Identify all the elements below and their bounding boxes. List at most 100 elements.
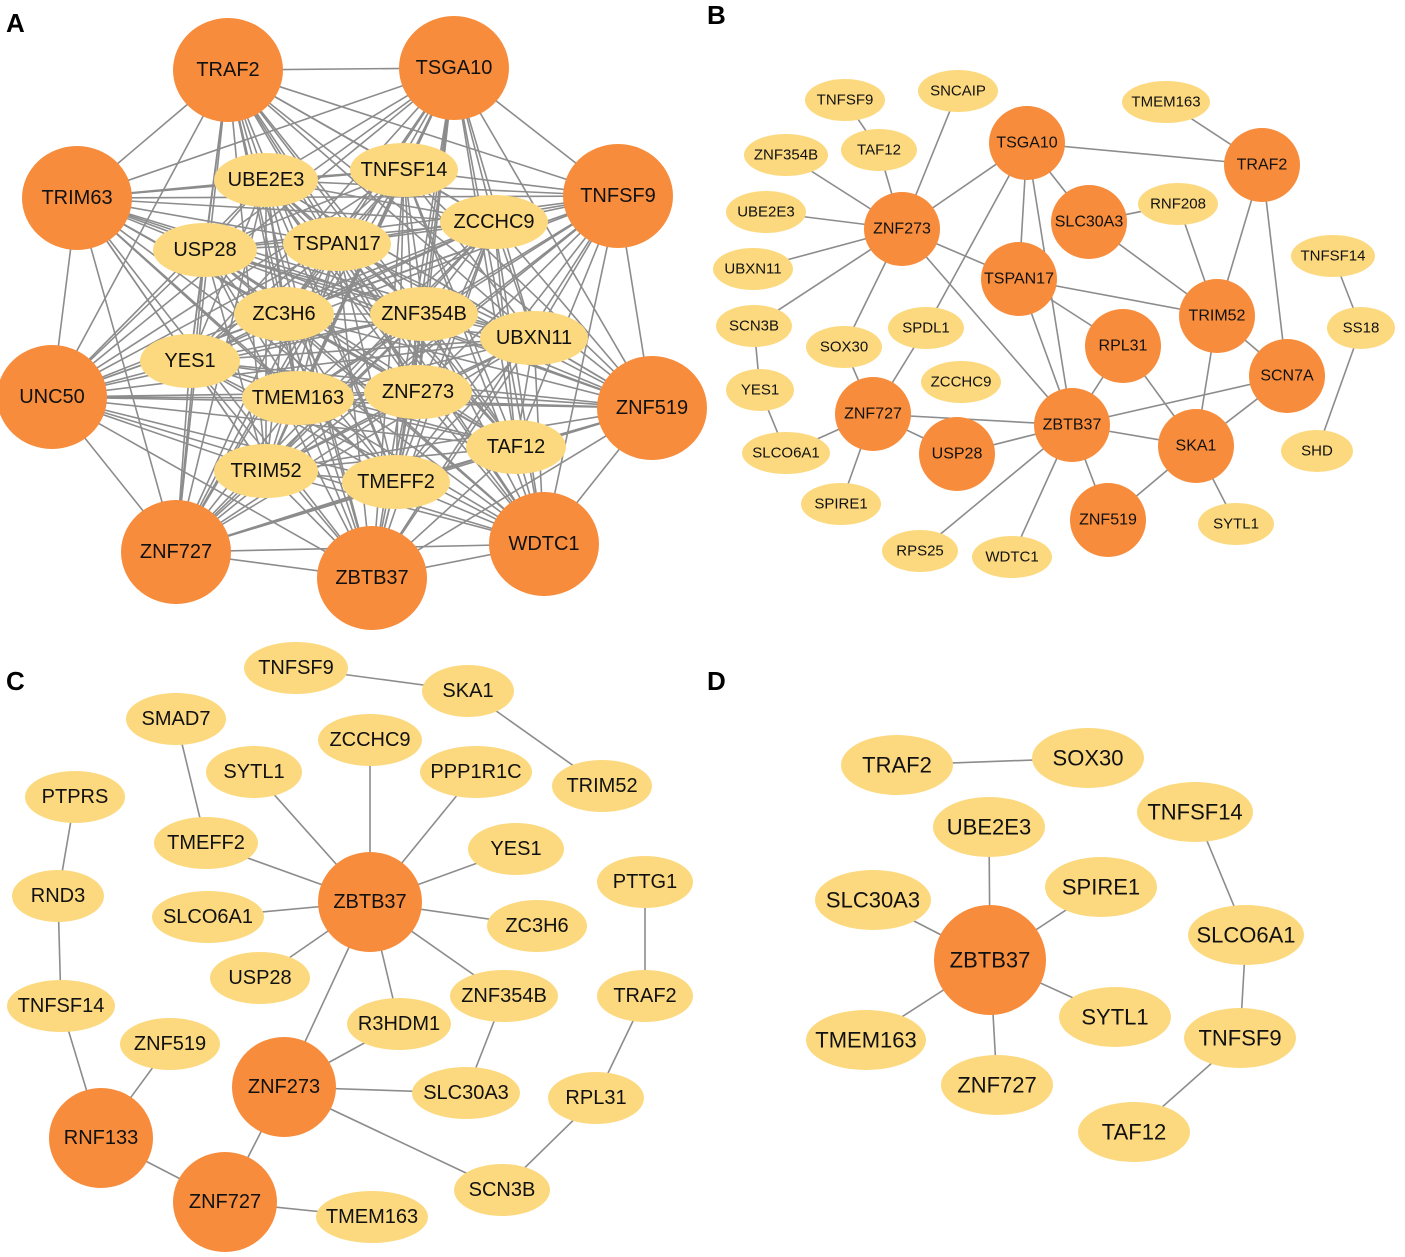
node-a-traf2: TRAF2: [173, 18, 283, 122]
node-b-rnf208: RNF208: [1138, 183, 1218, 225]
node-label-c-ptprs: PTPRS: [42, 786, 109, 808]
node-c-zcchc9: ZCCHC9: [318, 714, 422, 766]
node-b-slc30a3: SLC30A3: [1051, 185, 1127, 259]
node-b-traf2: TRAF2: [1224, 128, 1300, 202]
node-label-c-rpl31: RPL31: [565, 1087, 626, 1109]
node-shape-c-trim52: [552, 760, 652, 812]
node-shape-c-rnd3: [12, 870, 104, 922]
node-label-b-traf2: TRAF2: [1237, 157, 1288, 174]
node-c-slc30a3: SLC30A3: [412, 1067, 520, 1119]
node-shape-c-ptprs: [25, 771, 125, 823]
edge-a-trim63-zbtb37: [76, 197, 373, 579]
edge-a-tsga10-znf519: [453, 67, 653, 409]
node-shape-b-ubxn11: [713, 248, 793, 290]
node-label-b-slc30a3: SLC30A3: [1055, 214, 1124, 231]
node-d-zbtb37: ZBTB37: [934, 905, 1046, 1015]
node-shape-b-rps25: [882, 530, 958, 572]
node-shape-a-traf2: [173, 18, 283, 122]
node-shape-a-ube2e3: [214, 153, 318, 207]
node-label-a-znf727: ZNF727: [140, 541, 212, 563]
panel-c: C ZBTB37ZNF273RNF133ZNF727TNFSF9SKA1SMAD…: [6, 642, 693, 1252]
node-shape-a-tnfsf9: [563, 144, 673, 248]
node-a-tnfsf14: TNFSF14: [350, 143, 458, 197]
node-label-c-slc30a3: SLC30A3: [423, 1082, 509, 1104]
node-a-ubxn11: UBXN11: [480, 311, 588, 365]
edge-a-wdtc1-zcchc9: [493, 221, 545, 545]
node-d-traf2: TRAF2: [841, 735, 953, 795]
node-shape-c-ska1: [422, 665, 514, 717]
node-label-b-shd: SHD: [1301, 443, 1333, 460]
node-shape-c-usp28: [210, 952, 310, 1004]
node-shape-c-rnf133: [49, 1088, 153, 1188]
node-b-yes1: YES1: [726, 369, 794, 411]
node-label-d-tnfsf9: TNFSF9: [1198, 1026, 1281, 1051]
edge-a-tsga10-taf12: [453, 67, 517, 448]
edge-b-znf273-zbtb37: [901, 228, 1073, 426]
edge-a-znf519-tnfsf14: [403, 169, 653, 409]
node-label-a-trim52: TRIM52: [230, 460, 301, 482]
node-label-c-znf519: ZNF519: [134, 1033, 206, 1055]
node-label-a-tsga10: TSGA10: [416, 57, 493, 79]
edge-a-traf2-tmem163: [227, 69, 299, 399]
node-shape-b-tnfsf14: [1291, 235, 1375, 277]
node-c-ppp1r1c: PPP1R1C: [420, 746, 532, 798]
node-label-c-rnf133: RNF133: [64, 1127, 138, 1149]
edge-a-tsga10-trim63: [76, 67, 455, 199]
node-label-c-tmem163: TMEM163: [326, 1206, 418, 1228]
node-label-c-zc3h6: ZC3H6: [505, 915, 568, 937]
node-label-c-ska1: SKA1: [442, 680, 493, 702]
node-a-zcchc9: ZCCHC9: [440, 195, 548, 249]
node-label-a-zbtb37: ZBTB37: [335, 567, 408, 589]
node-shape-c-znf727: [173, 1152, 277, 1252]
node-label-c-ppp1r1c: PPP1R1C: [430, 761, 521, 783]
node-label-b-rps25: RPS25: [896, 543, 944, 560]
node-label-c-pttg1: PTTG1: [613, 871, 677, 893]
node-b-sox30: SOX30: [806, 326, 882, 368]
node-shape-b-zcchc9: [921, 361, 1001, 403]
node-a-usp28: USP28: [153, 223, 257, 277]
node-shape-b-znf519: [1070, 483, 1146, 557]
node-c-tnfsf9: TNFSF9: [244, 642, 348, 694]
node-b-tnfsf14: TNFSF14: [1291, 235, 1375, 277]
edge-a-unc50-zbtb37: [51, 396, 373, 579]
node-d-ube2e3: UBE2E3: [933, 797, 1045, 857]
node-label-a-traf2: TRAF2: [196, 59, 259, 81]
node-shape-c-zbtb37: [318, 852, 422, 952]
node-a-tmem163: TMEM163: [242, 371, 354, 425]
edge-a-traf2-znf519: [227, 69, 653, 409]
node-label-c-tnfsf14: TNFSF14: [18, 995, 105, 1017]
node-a-znf354b: ZNF354B: [370, 287, 478, 341]
node-shape-d-taf12: [1078, 1102, 1190, 1162]
node-c-usp28: USP28: [210, 952, 310, 1004]
node-label-b-zbtb37: ZBTB37: [1043, 417, 1102, 434]
node-shape-d-traf2: [841, 735, 953, 795]
node-b-zcchc9: ZCCHC9: [921, 361, 1001, 403]
edge-a-tnfsf14-znf273: [403, 169, 419, 393]
node-label-b-spire1: SPIRE1: [814, 496, 867, 513]
node-shape-b-scn7a: [1249, 339, 1325, 413]
node-label-a-taf12: TAF12: [487, 436, 546, 458]
node-shape-c-znf354b: [450, 970, 558, 1022]
node-shape-b-znf727: [835, 377, 911, 451]
node-c-rnf133: RNF133: [49, 1088, 153, 1188]
node-shape-a-znf727: [121, 500, 231, 604]
node-shape-d-tnfsf14: [1137, 782, 1253, 842]
node-label-d-tmem163: TMEM163: [815, 1028, 916, 1053]
node-d-spire1: SPIRE1: [1045, 857, 1157, 917]
node-label-c-r3hdm1: R3HDM1: [358, 1013, 440, 1035]
node-c-yes1: YES1: [468, 823, 564, 875]
node-label-d-sox30: SOX30: [1053, 746, 1124, 771]
node-label-b-sncaip: SNCAIP: [930, 83, 986, 100]
node-b-ubxn11: UBXN11: [713, 248, 793, 290]
node-shape-c-tnfsf14: [7, 980, 115, 1032]
node-shape-c-ppp1r1c: [420, 746, 532, 798]
edge-a-tnfsf9-zc3h6: [283, 195, 619, 315]
node-shape-c-zc3h6: [487, 900, 587, 952]
node-shape-c-pttg1: [597, 856, 693, 908]
node-label-d-ube2e3: UBE2E3: [947, 815, 1031, 840]
node-label-c-rnd3: RND3: [31, 885, 85, 907]
node-label-a-zcchc9: ZCCHC9: [453, 211, 534, 233]
node-shape-a-tmeff2: [342, 455, 450, 509]
node-label-a-ube2e3: UBE2E3: [228, 169, 305, 191]
